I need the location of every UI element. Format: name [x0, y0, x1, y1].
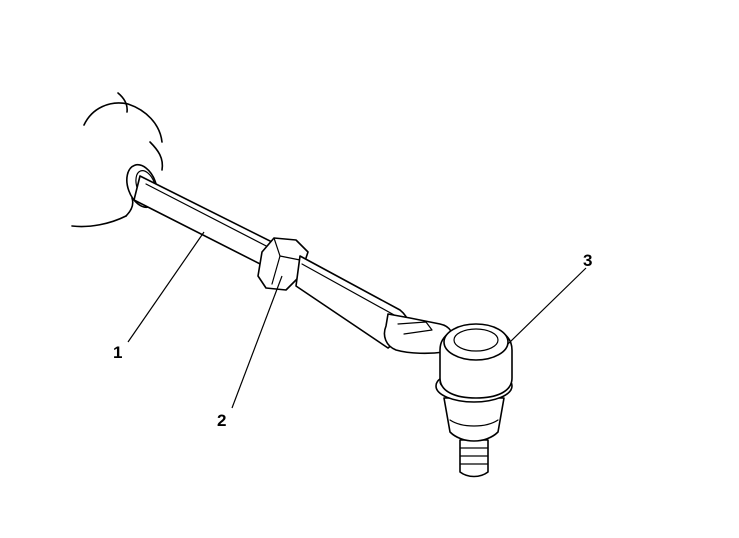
inner-tie-rod [133, 175, 277, 271]
leader-line-1 [127, 231, 205, 343]
leader-line-3 [507, 267, 587, 345]
callout-2: 2 [217, 411, 226, 430]
ball-joint [435, 323, 513, 478]
jam-nut [257, 237, 309, 291]
callout-3: 3 [583, 251, 592, 270]
tie-rod-end-arm [383, 313, 454, 355]
leader-line-2 [231, 275, 283, 409]
callout-1: 1 [113, 343, 122, 362]
